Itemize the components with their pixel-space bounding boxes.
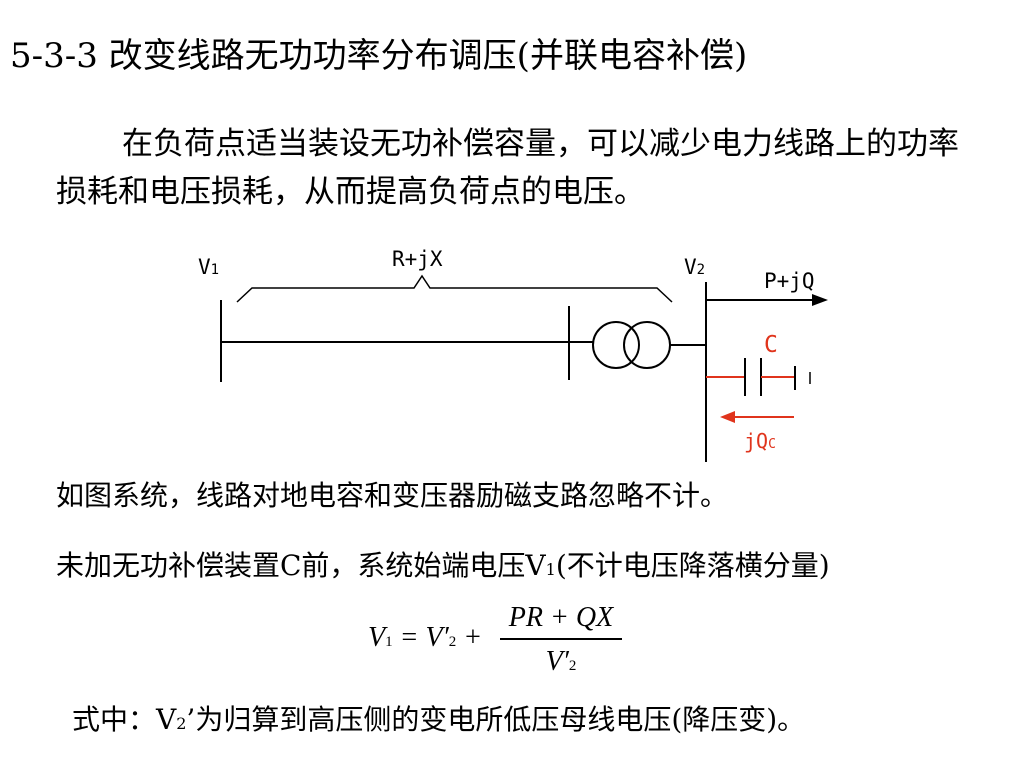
transformer-winding-primary xyxy=(592,321,640,369)
explanation-text: 式中：V xyxy=(72,703,177,736)
statement-text: 未加无功补偿装置C前，系统始端电压V xyxy=(56,549,546,582)
label-capacitor: C xyxy=(764,332,778,358)
label-v1: V1 xyxy=(198,255,219,279)
formula-plus: + xyxy=(463,622,483,653)
impedance-brace xyxy=(236,274,673,303)
formula-v2-subscript: 2 xyxy=(448,634,457,650)
formula-den-v: V xyxy=(545,646,563,677)
formula-equals-v2: = V xyxy=(399,622,443,653)
formula-v1-subscript: 1 xyxy=(385,634,393,650)
system-description: 如图系统，线路对地电容和变压器励磁支路忽略不计。 xyxy=(56,479,729,512)
formula-den-subscript: 2 xyxy=(568,658,577,674)
formula-explanation: 式中：V2’为归算到高压侧的变电所低压母线电压(降压变)。 xyxy=(72,700,805,744)
formula-lhs: V1 = V′2 + xyxy=(368,622,483,653)
explanation-text-tail: ’为归算到高压侧的变电所低压母线电压(降压变)。 xyxy=(186,703,806,736)
subscript: 1 xyxy=(545,560,556,579)
label-impedance: R+jX xyxy=(392,247,443,271)
intro-paragraph: 在负荷点适当装设无功补偿容量，可以减少电力线路上的功率损耗和电压损耗，从而提高负… xyxy=(56,120,976,216)
formula-v1: V xyxy=(368,622,386,653)
power-flow-arrowhead xyxy=(812,294,828,306)
formula-numerator: PR + QX xyxy=(508,602,614,633)
formula-denominator: V′2 xyxy=(545,646,577,677)
label-jqc: jQC xyxy=(744,429,776,453)
label-v2: V2 xyxy=(684,255,705,279)
statement-text-tail: (不计电压降落横分量) xyxy=(555,549,830,582)
subscript: 2 xyxy=(176,714,187,733)
slide-title: 5-3-3 改变线路无功功率分布调压(并联电容补偿) xyxy=(10,36,748,76)
fraction-bar xyxy=(500,638,622,640)
intro-text: 在负荷点适当装设无功补偿容量，可以减少电力线路上的功率损耗和电压损耗，从而提高负… xyxy=(56,126,959,210)
reactive-power-arrowhead xyxy=(720,411,735,423)
transformer-winding-secondary xyxy=(623,321,671,369)
sending-voltage-statement: 未加无功补偿装置C前，系统始端电压V1(不计电压降落横分量) xyxy=(56,546,830,590)
label-power: P+jQ xyxy=(764,269,815,293)
voltage-formula: V1 = V′2 + PR + QX V′2 xyxy=(368,598,648,690)
formula-fraction: PR + QX V′2 xyxy=(498,598,624,684)
